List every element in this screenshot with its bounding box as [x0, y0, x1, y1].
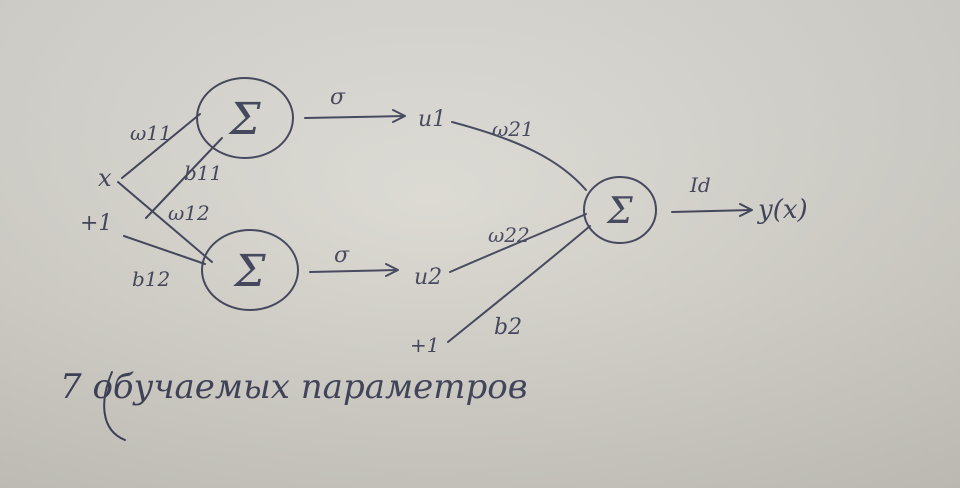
caption-flourish	[103, 371, 126, 441]
sigma-label-1: σ	[330, 85, 346, 110]
weight-w21-label: ω21	[492, 117, 534, 141]
hidden-unit-u1-label: u1	[418, 107, 446, 132]
weight-w11-label: ω11	[130, 121, 172, 145]
bias-b2-label: b2	[494, 315, 522, 340]
edge-x-to-sum1	[121, 113, 201, 179]
edge-x-to-sum2	[117, 181, 213, 263]
edge-u1-to-output	[451, 121, 587, 191]
sigma-arrow-1	[304, 109, 406, 123]
edge-u2-to-output	[449, 213, 587, 273]
sum-symbol-2: Σ	[232, 246, 266, 297]
sigma-arrow-2	[309, 263, 399, 277]
sum-symbol-output: Σ	[605, 191, 633, 232]
id-arrow	[671, 203, 753, 217]
sum-node-hidden-1	[196, 77, 294, 159]
input-bias-2-label: +1	[410, 333, 439, 357]
sum-symbol-1: Σ	[227, 94, 261, 145]
output-y-label: y(x)	[757, 195, 808, 225]
hidden-unit-u2-label: u2	[414, 265, 442, 290]
input-x-label: x	[98, 164, 112, 192]
sigma-label-2: σ	[334, 243, 350, 268]
edge-bias1-to-sum2	[123, 235, 206, 265]
identity-activation-label: Id	[689, 173, 711, 197]
sum-node-hidden-2	[201, 229, 299, 311]
sum-node-output	[583, 176, 657, 244]
weight-w22-label: ω22	[488, 223, 530, 247]
weight-w12-label: ω12	[168, 201, 210, 225]
caption-text: 7 обучаемых параметров	[60, 367, 528, 407]
bias-b11-label: b11	[184, 161, 222, 185]
edge-bias1-to-sum1	[145, 137, 223, 219]
bias-b12-label: b12	[132, 267, 170, 291]
edge-bias2-to-output	[447, 225, 591, 343]
input-bias-1-label: +1	[80, 211, 112, 236]
